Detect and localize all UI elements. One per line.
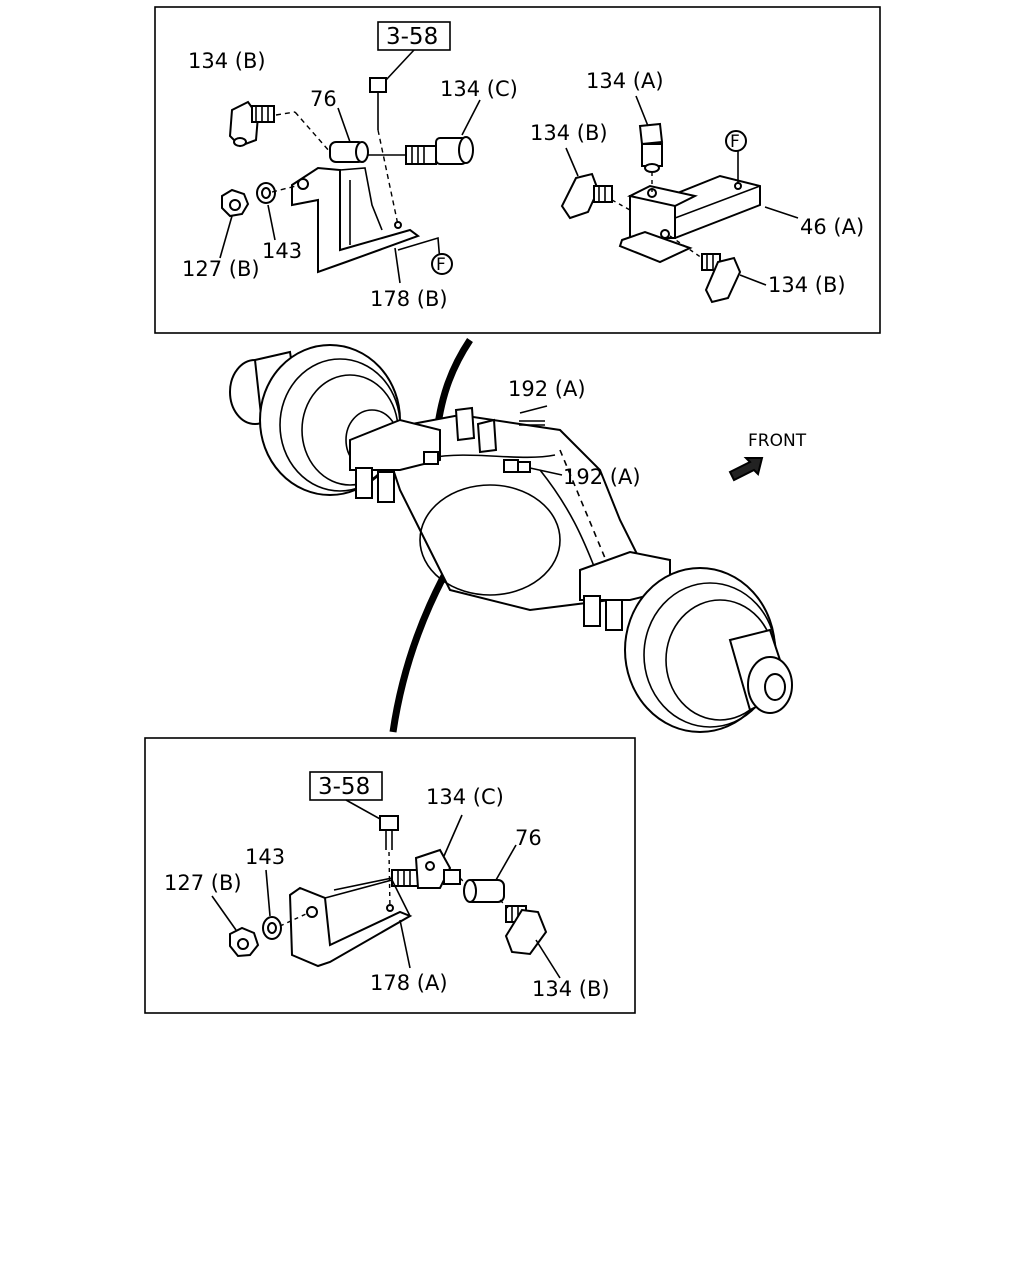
svg-text:F: F <box>436 255 446 275</box>
bottom-connector-134c <box>391 848 461 889</box>
top-bracket-178b <box>291 166 421 274</box>
label-76-top: 76 <box>310 87 337 111</box>
label-192a-upper: 192 (A) <box>508 377 586 401</box>
right-spring-seat <box>579 550 671 631</box>
label-178b: 178 (B) <box>370 287 448 311</box>
bottom-coupler-76 <box>463 879 505 903</box>
top-block-46a <box>618 174 761 264</box>
label-178a: 178 (A) <box>370 971 448 995</box>
top-ref-box[interactable]: 3-58 <box>377 21 451 51</box>
bottom-washer-143 <box>262 916 282 940</box>
top-elbow-fitting-1 <box>228 100 275 148</box>
label-143-bottom: 143 <box>245 845 285 869</box>
right-wheel-hub <box>624 567 793 733</box>
label-134b-top-right: 134 (B) <box>768 273 846 297</box>
label-143-top: 143 <box>262 239 302 263</box>
svg-text:F: F <box>730 132 740 152</box>
top-nut-127b <box>221 188 250 218</box>
top-f-marker-2: F <box>725 130 747 152</box>
bottom-elbow-134b <box>504 905 548 956</box>
top-detail-panel: 3-58 <box>154 6 881 334</box>
left-spring-seat <box>349 406 498 503</box>
bottom-detail-panel: 3-58 <box>144 737 636 1014</box>
label-46a: 46 (A) <box>800 215 864 239</box>
rear-axle-illustration: FRONT 192 (A) 192 (A) <box>229 338 807 733</box>
top-ref-box-label: 3-58 <box>386 24 438 50</box>
bottom-panel-frame <box>144 737 636 1014</box>
top-washer-143 <box>256 182 276 204</box>
label-134c-bottom: 134 (C) <box>426 785 504 809</box>
label-134c-top: 134 (C) <box>440 77 518 101</box>
label-127b-top: 127 (B) <box>182 257 260 281</box>
top-f-marker-1: F <box>431 253 453 275</box>
top-fitting-134a <box>638 122 664 173</box>
label-134b-bottom: 134 (B) <box>532 977 610 1001</box>
label-134b-top-mid: 134 (B) <box>530 121 608 145</box>
top-elbow-fitting-3 <box>701 253 742 304</box>
top-coupler-76 <box>329 141 369 163</box>
label-76-bottom: 76 <box>515 826 542 850</box>
label-134a-top: 134 (A) <box>586 69 664 93</box>
top-panel-frame <box>154 6 881 334</box>
bottom-ref-box-label: 3-58 <box>318 774 370 800</box>
top-bolt <box>369 77 399 226</box>
left-wheel-hub <box>229 344 401 496</box>
front-direction-arrow: FRONT <box>728 431 807 482</box>
bottom-ref-box[interactable]: 3-58 <box>309 771 383 801</box>
top-elbow-fitting-2 <box>560 172 613 220</box>
front-label: FRONT <box>748 431 807 451</box>
bottom-bolt <box>379 815 399 911</box>
bottom-bracket-178a <box>288 879 413 968</box>
label-192a-lower: 192 (A) <box>563 465 641 489</box>
bottom-nut-127b <box>229 926 260 958</box>
label-134b-top-left: 134 (B) <box>188 49 266 73</box>
top-connector-134c <box>405 136 474 165</box>
label-127b-bottom: 127 (B) <box>164 871 242 895</box>
